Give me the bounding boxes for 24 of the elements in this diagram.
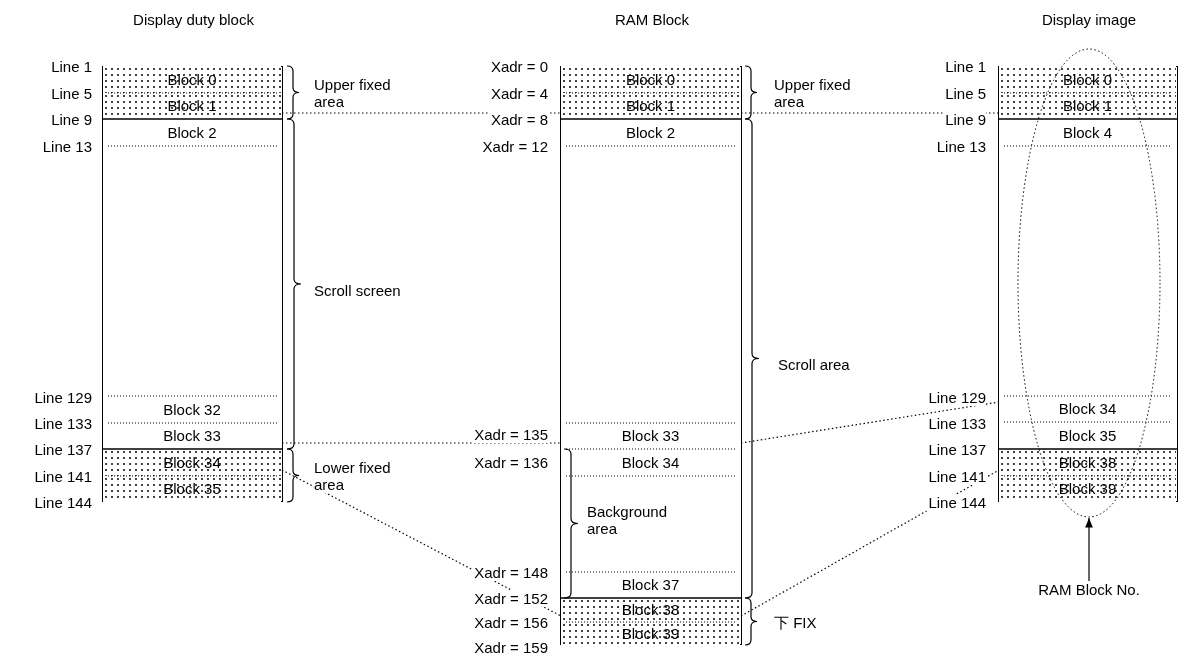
area-label: 下 FIX: [774, 613, 817, 631]
dotted-connector-line: [740, 401, 1000, 444]
memory-block: Block 0: [561, 65, 740, 93]
memory-block: Block 34: [103, 448, 281, 476]
dotted-connector-line: [740, 112, 1000, 114]
callout-text: RAM Block No.: [1029, 581, 1149, 599]
address-label: Xadr = 152: [472, 589, 548, 607]
dotted-ellipse: [1017, 48, 1161, 518]
memory-block: Block 0: [103, 65, 281, 93]
memory-block: Block 39: [999, 475, 1176, 502]
column-heading: Display duty block: [132, 11, 255, 28]
column-heading: RAM Block: [613, 11, 691, 28]
line-number-label: Line 144: [926, 493, 986, 511]
dotted-connector-line: [281, 469, 562, 617]
memory-block: Block 35: [103, 475, 281, 502]
memory-block: Block 38: [561, 597, 740, 622]
dotted-connector-line: [281, 442, 562, 444]
address-label: Xadr = 8: [488, 110, 548, 128]
line-number-label: Line 9: [943, 110, 986, 128]
memory-block: Block 39: [561, 621, 740, 645]
memory-block: Block 38: [999, 448, 1176, 476]
column-heading: Display image: [1040, 11, 1138, 28]
memory-block: Block 0: [999, 65, 1176, 93]
arrow: [1085, 517, 1093, 582]
